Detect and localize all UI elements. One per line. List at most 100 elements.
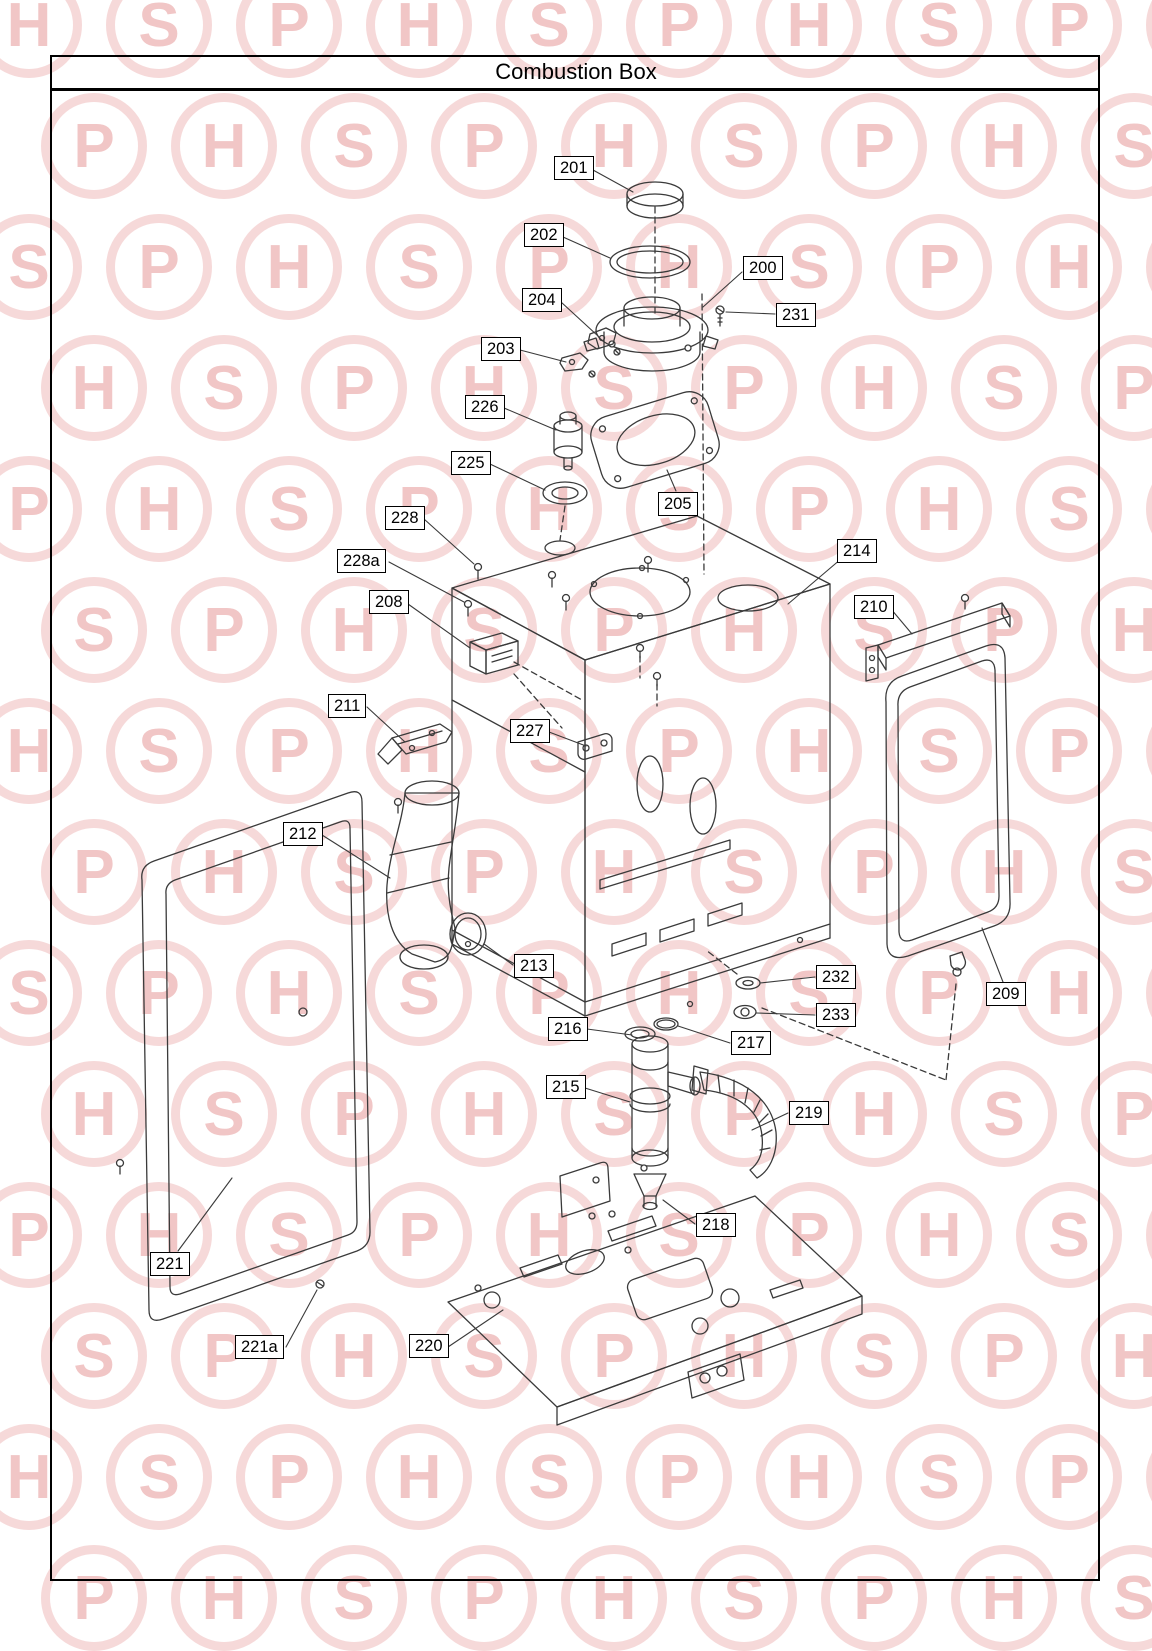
part-214-drawing [451, 515, 831, 1017]
part-228-drawing [473, 562, 483, 580]
part-226-drawing [553, 411, 583, 471]
part-221-drawing [115, 791, 371, 1321]
watermark-letter: H [171, 819, 277, 925]
watermark-letter: H [0, 0, 82, 78]
watermark-letter: S [821, 1303, 927, 1409]
watermark-letter: S [41, 577, 147, 683]
watermark-letter: H [366, 1424, 472, 1530]
watermark-letter: S [561, 1061, 667, 1167]
watermark-letter: H [106, 456, 212, 562]
watermark-letter: P [821, 819, 927, 925]
watermark-letter: P [626, 0, 732, 78]
watermark-letter: P [301, 335, 407, 441]
watermark-letter: P [236, 1424, 342, 1530]
watermark-letter: H [431, 1061, 537, 1167]
watermark-letter: P [1016, 698, 1122, 804]
part-231-drawing [715, 305, 725, 327]
watermark-letter: H [951, 93, 1057, 199]
watermark-letter: S [106, 0, 212, 78]
watermark-letter: S [236, 1182, 342, 1288]
part-label-226: 226 [465, 395, 505, 419]
part-label-213: 213 [514, 954, 554, 978]
part-210-drawing [865, 593, 1011, 682]
part-label-228a: 228a [337, 549, 386, 573]
part-label-211: 211 [328, 694, 367, 718]
part-label-204: 204 [522, 288, 562, 312]
watermark-letter: S [41, 1303, 147, 1409]
page-title: Combustion Box [495, 59, 657, 84]
watermark-letter: S [886, 1424, 992, 1530]
part-201-drawing [626, 181, 684, 219]
watermark-letter: P [1081, 1061, 1152, 1167]
part-label-212: 212 [283, 822, 323, 846]
part-225-drawing [542, 481, 588, 505]
part-label-208: 208 [369, 590, 409, 614]
watermark-letter: S [691, 819, 797, 925]
part-label-215: 215 [546, 1075, 586, 1099]
watermark-letter: H [886, 1182, 992, 1288]
watermark-letter: P [236, 0, 342, 78]
part-204-drawing [587, 327, 621, 356]
part-label-216: 216 [548, 1017, 588, 1041]
watermark-letter: P [1016, 1424, 1122, 1530]
part-label-221: 221 [150, 1252, 190, 1276]
watermark-letter: H [1081, 577, 1152, 683]
watermark-letter: P [366, 1182, 472, 1288]
watermark-letter: H [301, 577, 407, 683]
watermark-letter: P [691, 335, 797, 441]
watermark-letter: S [691, 93, 797, 199]
part-228a-drawing [463, 599, 473, 617]
watermark-letter: S [951, 1061, 1057, 1167]
watermark-letter: H [561, 93, 667, 199]
part-232-drawing [735, 976, 761, 990]
watermark-letter: S [171, 1061, 277, 1167]
part-209-drawing [885, 643, 1011, 977]
watermark-letter: H [41, 335, 147, 441]
part-205-drawing [590, 391, 720, 489]
part-202-drawing [609, 245, 691, 279]
watermark-letter: P [431, 93, 537, 199]
watermark-letter: H [0, 698, 82, 804]
part-label-227: 227 [510, 719, 550, 743]
watermark-letter: S [1081, 93, 1152, 199]
part-label-202: 202 [524, 223, 564, 247]
watermark-letter: H [1081, 1303, 1152, 1409]
watermark-letter: H [626, 940, 732, 1046]
part-221a-drawing [315, 1279, 325, 1289]
part-label-220: 220 [409, 1334, 449, 1358]
watermark-letter: S [0, 940, 82, 1046]
watermark-letter: P [626, 698, 732, 804]
watermark-letter: P [431, 819, 537, 925]
watermark-letter: H [236, 214, 342, 320]
watermark-letter: P [171, 577, 277, 683]
watermark-letter: P [1081, 335, 1152, 441]
watermark-letter: P [41, 93, 147, 199]
watermark-letter: H [171, 93, 277, 199]
part-label-219: 219 [789, 1101, 829, 1125]
watermark-letter: H [41, 1061, 147, 1167]
watermark-letter: P [0, 456, 82, 562]
watermark-letter: P [886, 214, 992, 320]
watermark-letter: P [106, 214, 212, 320]
part-208-drawing [469, 632, 519, 675]
watermark-letter: S [951, 335, 1057, 441]
part-label-200: 200 [743, 256, 783, 280]
watermark-letter: H [756, 0, 862, 78]
watermark-letter: H [821, 1061, 927, 1167]
part-227-drawing [577, 733, 613, 760]
part-215-drawing [629, 1035, 701, 1167]
part-200-drawing [583, 296, 719, 372]
watermark-letter: S [1016, 456, 1122, 562]
part-220-drawing [447, 1161, 863, 1426]
watermark-letter: P [756, 1182, 862, 1288]
watermark-letter: P [106, 940, 212, 1046]
part-217-drawing [653, 1017, 679, 1031]
watermark-letter: S [496, 0, 602, 78]
watermark-letter: H [756, 1424, 862, 1530]
part-203-drawing [559, 352, 596, 378]
watermark-letter: H [756, 698, 862, 804]
watermark-letter: H [821, 335, 927, 441]
part-label-232: 232 [816, 965, 856, 989]
watermark-letter: S [1016, 1182, 1122, 1288]
